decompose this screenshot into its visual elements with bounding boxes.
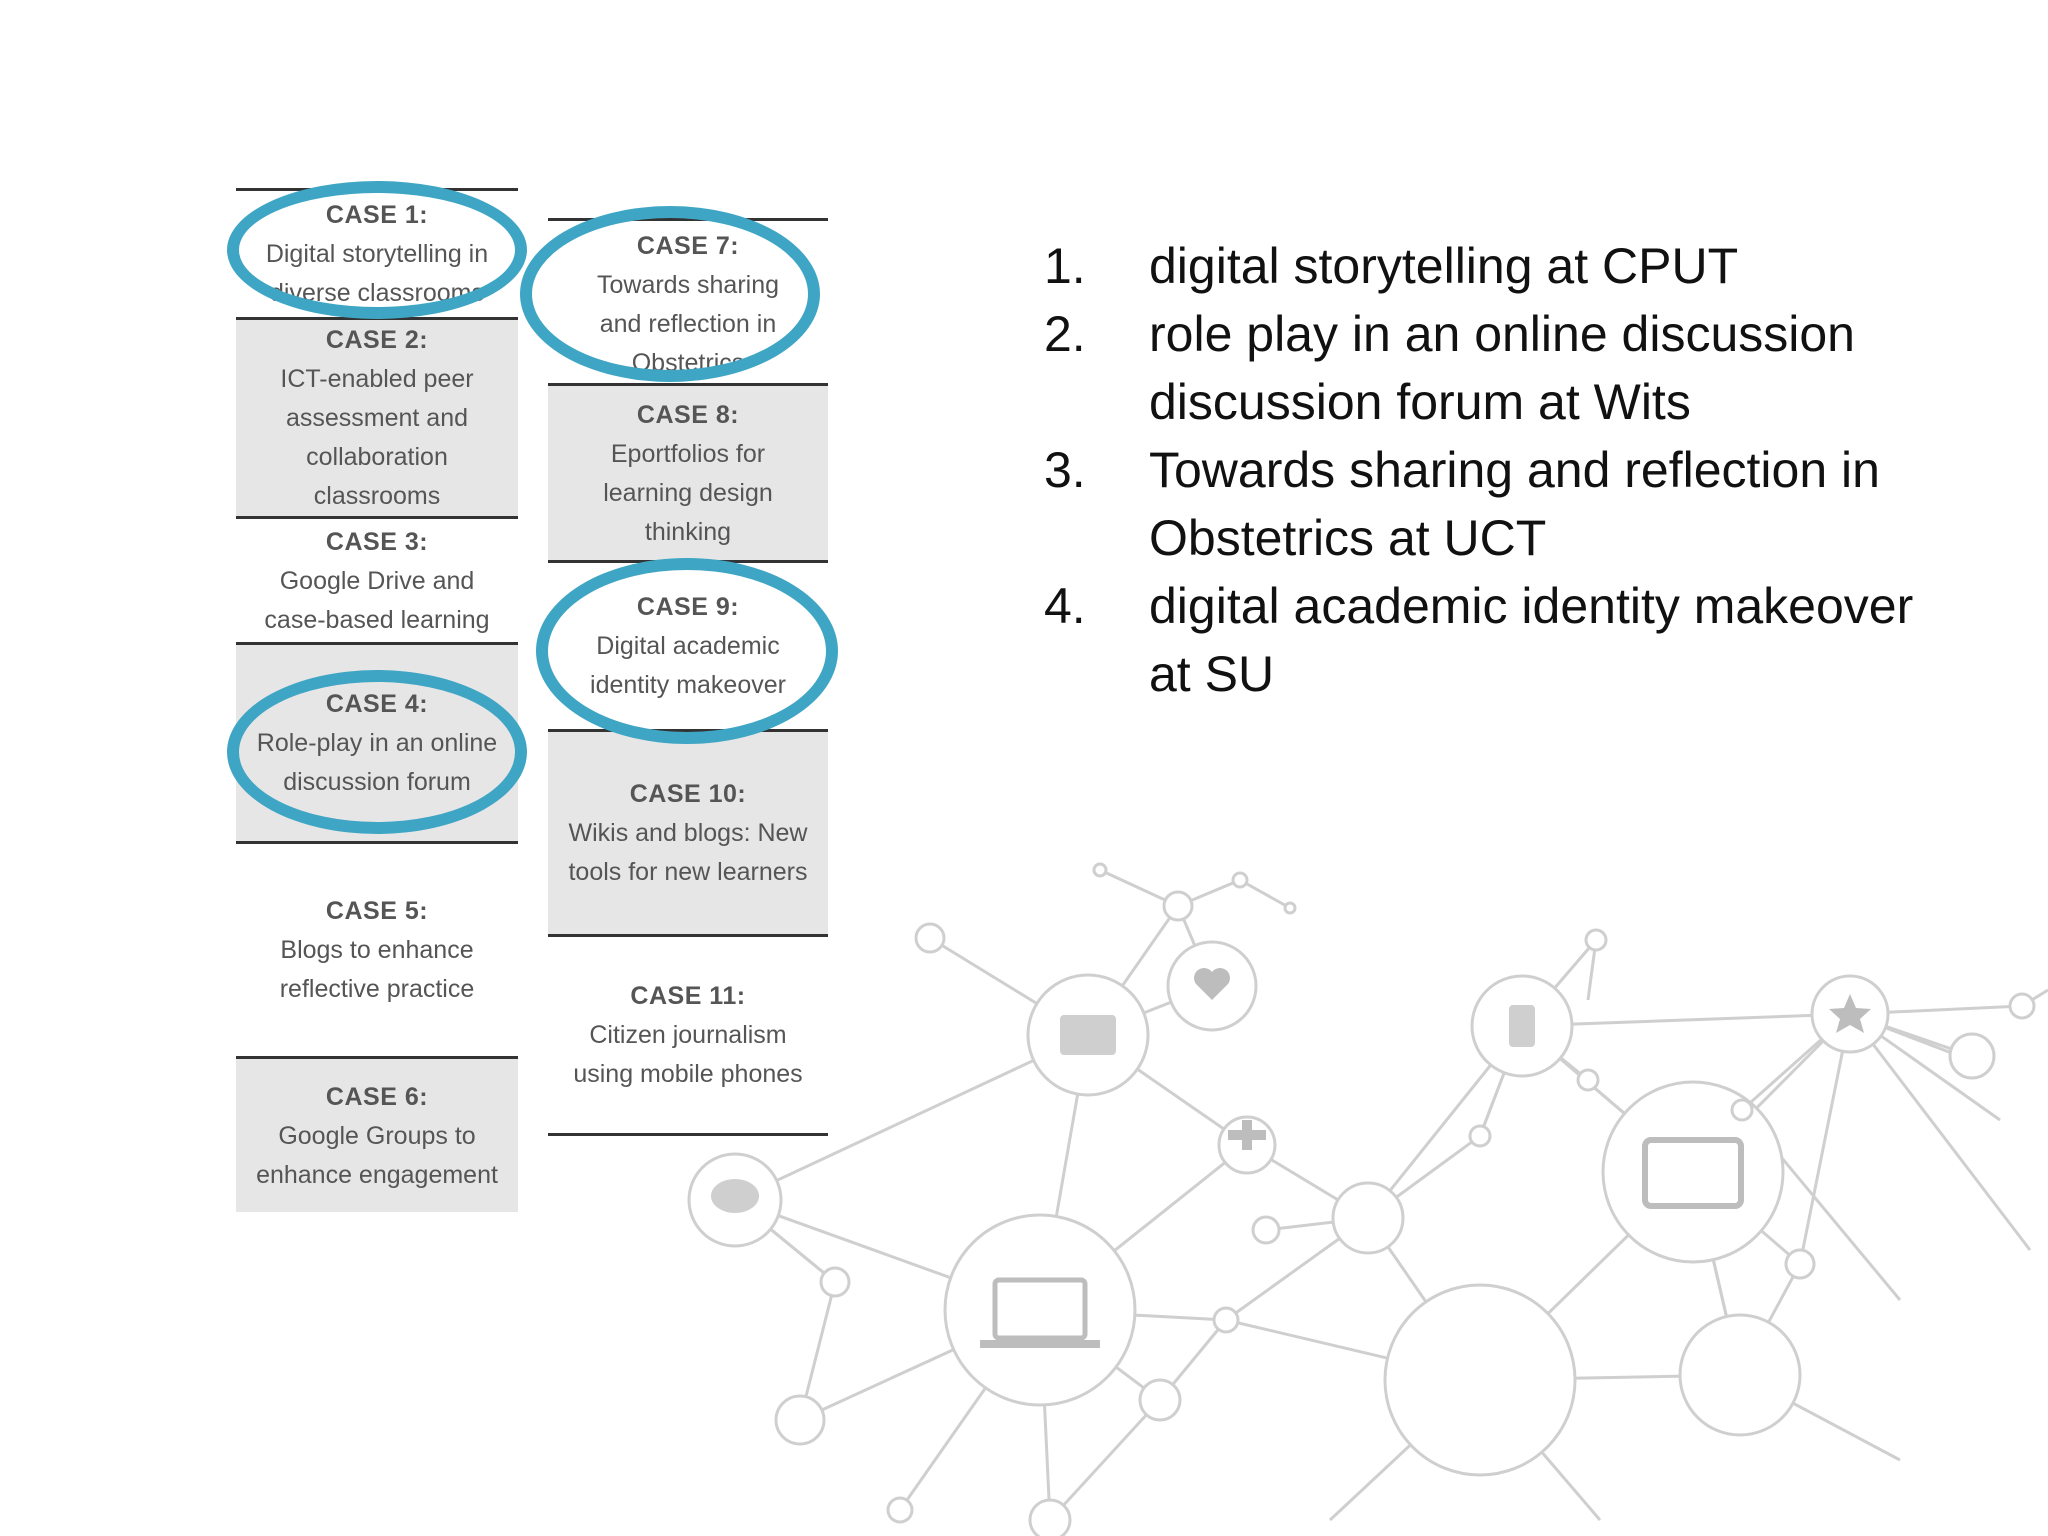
newspaper-icon <box>1060 1015 1116 1055</box>
list-number: 3. <box>1044 442 1086 498</box>
case-description: Google Groups to enhance engagement <box>256 1121 498 1189</box>
list-item: 1. digital storytelling at CPUT <box>1044 232 1944 300</box>
case-title: CASE 3: <box>325 527 429 556</box>
list-text: digital storytelling at CPUT <box>1149 238 1739 294</box>
case-title: CASE 8: <box>636 400 740 429</box>
case-title: CASE 5: <box>325 897 429 925</box>
highlighted-cases-list: 1. digital storytelling at CPUT 2. role pl… <box>1044 232 1944 708</box>
case-cell: CASE 6: Google Groups to enhance engagem… <box>236 1059 518 1212</box>
case-title: CASE 11: <box>630 982 746 1010</box>
case-cell: CASE 10: Wikis and blogs: New tools for … <box>548 732 828 934</box>
highlight-circle-case-1 <box>227 181 527 319</box>
list-number: 1. <box>1044 238 1086 294</box>
case-cell: CASE 2: ICT-enabled peer assessment and … <box>236 320 518 516</box>
speech-bubble-icon <box>711 1179 759 1213</box>
list-item: 3. Towards sharing and reflection in Obst… <box>1044 436 1944 572</box>
list-number: 2. <box>1044 306 1086 362</box>
highlight-circle-case-9 <box>536 558 838 744</box>
case-description: Google Drive and case-based learning <box>264 566 490 634</box>
laptop-icon <box>992 1277 1088 1341</box>
list-text: Towards sharing and reflection in Obstet… <box>1149 442 1880 566</box>
list-text: digital academic identity makeover at SU <box>1149 578 1914 702</box>
case-cell: CASE 11: Citizen journalism using mobile… <box>548 937 828 1133</box>
case-description: Citizen journalism using mobile phones <box>573 1021 803 1088</box>
list-item: 2. role play in an online discussion disc… <box>1044 300 1944 436</box>
mobile-phone-icon <box>1509 1005 1535 1047</box>
case-description: Eportfolios for learning design thinking <box>603 439 773 546</box>
list-number: 4. <box>1044 578 1086 634</box>
case-title: CASE 10: <box>629 780 747 808</box>
case-description: Blogs to enhance reflective practice <box>279 936 475 1003</box>
heart-icon <box>1194 968 1230 1000</box>
tablet-icon <box>1642 1137 1744 1209</box>
case-title: CASE 6: <box>325 1082 429 1111</box>
case-description: Wikis and blogs: New tools for new learn… <box>568 819 808 886</box>
highlight-circle-case-4 <box>227 670 527 834</box>
star-icon <box>1829 994 1871 1033</box>
case-title: CASE 2: <box>325 326 429 354</box>
plus-icon <box>1228 1120 1266 1150</box>
list-text: role play in an online discussion discus… <box>1149 306 1855 430</box>
list-item: 4. digital academic identity makeover at … <box>1044 572 1944 708</box>
case-cell: CASE 3: Google Drive and case-based lear… <box>236 519 518 642</box>
case-description: ICT-enabled peer assessment and collabor… <box>280 365 474 510</box>
case-cell: CASE 8: Eportfolios for learning design … <box>548 386 828 560</box>
case-cell: CASE 5: Blogs to enhance reflective prac… <box>236 844 518 1056</box>
highlight-circle-case-7 <box>520 206 820 382</box>
